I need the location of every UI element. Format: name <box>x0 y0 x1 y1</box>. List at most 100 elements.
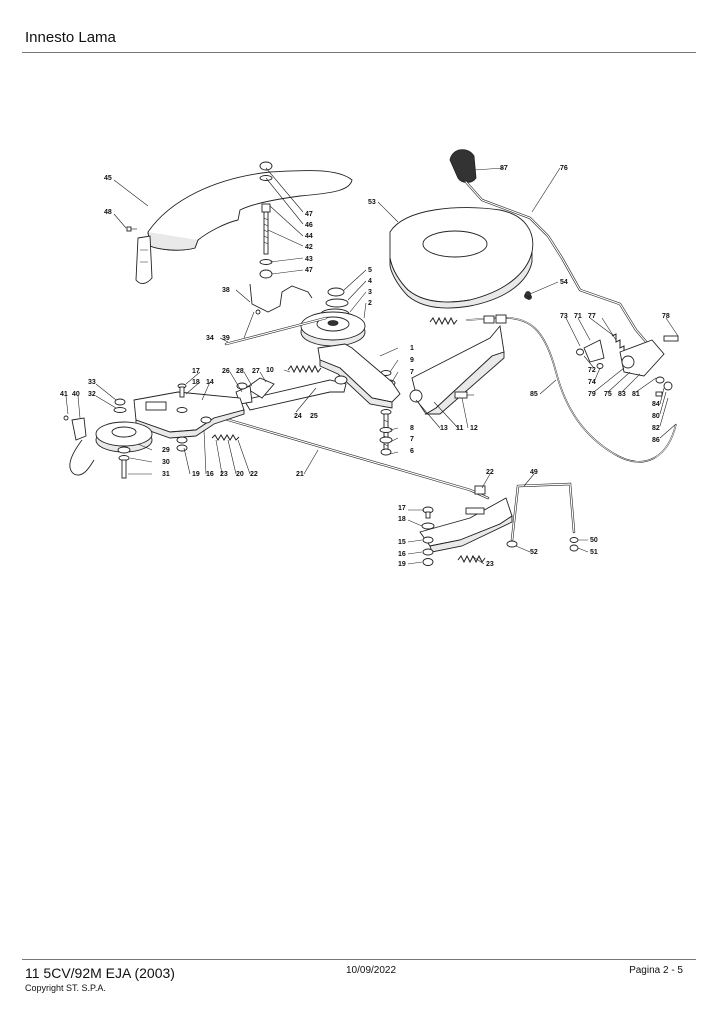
callout-73: 73 <box>560 313 568 320</box>
screw-54 <box>525 291 531 297</box>
callout-19a: 19 <box>192 471 200 478</box>
callout-23b: 23 <box>486 561 494 568</box>
bolt-stack-6-8 <box>379 409 393 456</box>
right-plate <box>419 485 513 566</box>
screw-48 <box>126 226 137 232</box>
callout-11: 11 <box>456 425 464 432</box>
callout-79: 79 <box>588 391 596 398</box>
callout-29: 29 <box>162 447 170 454</box>
page-title: Innesto Lama <box>25 29 116 46</box>
callout-26: 26 <box>222 368 230 375</box>
callout-24: 24 <box>294 413 302 420</box>
callout-33: 33 <box>88 379 96 386</box>
callout-21: 21 <box>296 471 304 478</box>
callout-80: 80 <box>652 413 660 420</box>
callout-6: 6 <box>410 448 414 455</box>
callout-85: 85 <box>530 391 538 398</box>
belt-guide-40 <box>63 415 95 476</box>
callout-46: 46 <box>305 222 313 229</box>
callout-47a: 47 <box>305 211 313 218</box>
callout-17a: 17 <box>192 368 200 375</box>
callout-25: 25 <box>310 413 318 420</box>
callout-1: 1 <box>410 345 414 352</box>
left-pulley <box>95 398 153 479</box>
lever-mechanism <box>576 333 679 397</box>
callout-30: 30 <box>162 459 170 466</box>
callout-50: 50 <box>590 537 598 544</box>
long-rod <box>206 412 490 500</box>
model-name: 11 5CV/92M EJA (2003) <box>25 965 175 981</box>
header-divider <box>22 52 696 53</box>
callout-5: 5 <box>368 267 372 274</box>
u-bar <box>506 482 579 552</box>
callout-78: 78 <box>662 313 670 320</box>
callout-75: 75 <box>604 391 612 398</box>
callout-43: 43 <box>305 256 313 263</box>
callout-14: 14 <box>206 379 214 386</box>
callout-84: 84 <box>652 401 660 408</box>
callout-18b: 18 <box>398 516 406 523</box>
callout-39: 39 <box>222 335 230 342</box>
callout-3: 3 <box>368 289 372 296</box>
leader-lines <box>65 167 679 565</box>
callout-45: 45 <box>104 175 112 182</box>
callout-18a: 18 <box>192 379 200 386</box>
left-plate <box>133 391 245 439</box>
callout-87: 87 <box>500 165 508 172</box>
callout-40: 40 <box>72 391 80 398</box>
callout-12: 12 <box>470 425 478 432</box>
callout-83: 83 <box>618 391 626 398</box>
callout-49: 49 <box>530 469 538 476</box>
print-date: 10/09/2022 <box>346 965 397 976</box>
callout-16b: 16 <box>398 551 406 558</box>
callout-17b: 17 <box>398 505 406 512</box>
callout-31: 31 <box>162 471 170 478</box>
callout-28: 28 <box>236 368 244 375</box>
callout-19b: 19 <box>398 561 406 568</box>
callout-38: 38 <box>222 287 230 294</box>
callout-82: 82 <box>652 425 660 432</box>
callout-13: 13 <box>440 425 448 432</box>
page-number: Pagina 2 - 5 <box>629 965 683 976</box>
link-rods <box>224 283 328 346</box>
cable-with-spring <box>429 314 677 463</box>
footer-divider <box>22 959 696 960</box>
callout-71: 71 <box>574 313 582 320</box>
callout-22a: 22 <box>250 471 258 478</box>
control-lever <box>449 149 650 346</box>
callout-8: 8 <box>410 425 414 432</box>
callout-16a: 16 <box>206 471 214 478</box>
callout-34: 34 <box>206 335 214 342</box>
callout-20: 20 <box>236 471 244 478</box>
lever-assembly <box>235 375 348 411</box>
callout-10: 10 <box>266 367 274 374</box>
copyright: Copyright ST. S.P.A. <box>25 983 106 993</box>
callout-86: 86 <box>652 437 660 444</box>
callout-9: 9 <box>410 357 414 364</box>
callout-32: 32 <box>88 391 96 398</box>
callout-numbers: 45 48 47 46 44 42 43 47 53 87 76 54 5 4 … <box>60 165 670 568</box>
bolt-stack-left <box>176 382 248 452</box>
callout-27: 27 <box>252 368 260 375</box>
callout-74: 74 <box>588 379 596 386</box>
callout-44: 44 <box>305 233 313 240</box>
callout-51: 51 <box>590 549 598 556</box>
callout-54: 54 <box>560 279 568 286</box>
callout-53: 53 <box>368 199 376 206</box>
callout-81: 81 <box>632 391 640 398</box>
callout-2: 2 <box>368 300 372 307</box>
mounting-bracket <box>409 324 505 415</box>
spring-10 <box>287 364 322 374</box>
callout-72: 72 <box>588 367 596 374</box>
idler-arm <box>317 343 401 409</box>
callout-7b: 7 <box>410 436 414 443</box>
callout-41: 41 <box>60 391 68 398</box>
bolt-stack-42-47 <box>259 161 273 279</box>
callout-15a: 15 <box>398 539 406 546</box>
callout-4: 4 <box>368 278 372 285</box>
pulley-cover <box>389 207 534 309</box>
callout-22b: 22 <box>486 469 494 476</box>
callout-47b: 47 <box>305 267 313 274</box>
callout-23a: 23 <box>220 471 228 478</box>
callout-48: 48 <box>104 209 112 216</box>
